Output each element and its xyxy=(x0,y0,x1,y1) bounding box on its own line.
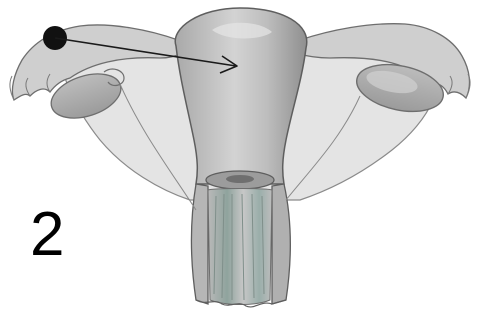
cervical-os-opening xyxy=(226,175,254,183)
cervix-outer-wall-right xyxy=(272,184,290,304)
cervix-outer-wall xyxy=(192,184,209,304)
figure-number: 2 xyxy=(30,200,64,270)
